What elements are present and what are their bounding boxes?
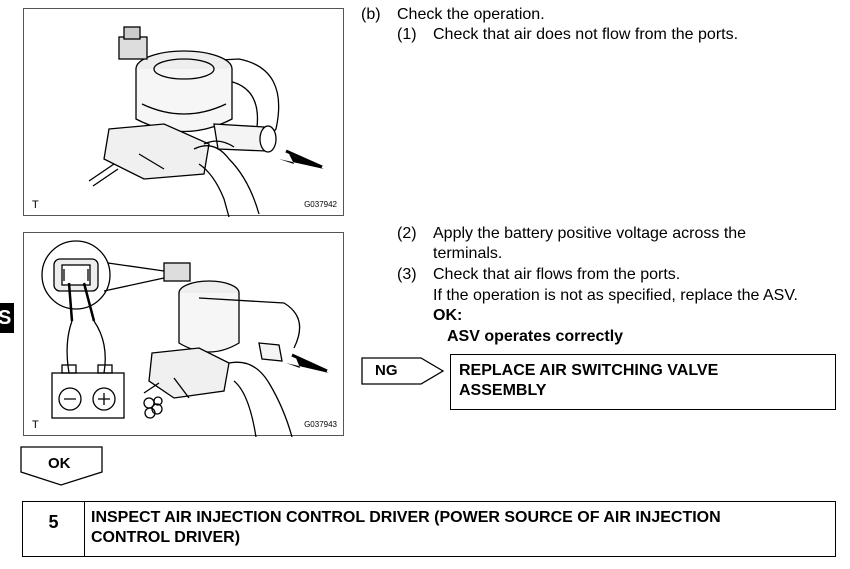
substep-2-line2: terminals.: [433, 245, 503, 262]
figure-valve-no-flow: T G037942: [23, 8, 344, 217]
substep-2-num: (2): [397, 225, 417, 242]
ng-action-line2: ASSEMBLY: [459, 382, 547, 399]
substep-2-line1: Apply the battery positive voltage acros…: [433, 225, 747, 242]
valve-illustration-1: [88, 26, 324, 217]
ng-tag-shape: [361, 357, 445, 385]
ok-tag-label: OK: [48, 455, 71, 472]
figure-code: G037942: [304, 200, 337, 209]
valve-illustration-2: [41, 240, 329, 437]
figure-valve-battery-test: T G037943: [23, 232, 344, 437]
substep-1-num: (1): [397, 26, 417, 43]
figure-corner-label: T: [32, 199, 39, 211]
figure-corner-label: T: [32, 419, 39, 431]
step-title-line1: INSPECT AIR INJECTION CONTROL DRIVER (PO…: [91, 509, 721, 526]
ng-action-line1: REPLACE AIR SWITCHING VALVE: [459, 362, 719, 379]
ng-action-box: REPLACE AIR SWITCHING VALVE ASSEMBLY: [450, 354, 836, 410]
step-5-header: 5 INSPECT AIR INJECTION CONTROL DRIVER (…: [22, 501, 836, 557]
substep-3-line2: If the operation is not as specified, re…: [433, 287, 798, 304]
ok-spec-label: OK:: [433, 307, 463, 324]
ok-tag-shape: [20, 446, 103, 486]
ng-tag-label: NG: [375, 362, 398, 379]
substep-1-text: Check that air does not flow from the po…: [433, 26, 739, 43]
step-title-line2: CONTROL DRIVER): [91, 529, 241, 546]
substep-3-line1: Check that air flows from the ports.: [433, 266, 681, 283]
step-title: INSPECT AIR INJECTION CONTROL DRIVER (PO…: [91, 508, 825, 548]
substep-3-num: (3): [397, 266, 417, 283]
figure-code: G037943: [304, 420, 337, 429]
step-number: 5: [23, 502, 85, 556]
section-side-tab: S: [0, 303, 14, 333]
step-b-label: (b): [361, 6, 381, 23]
ok-spec-text: ASV operates correctly: [447, 328, 624, 345]
step-b-text: Check the operation.: [397, 6, 545, 23]
